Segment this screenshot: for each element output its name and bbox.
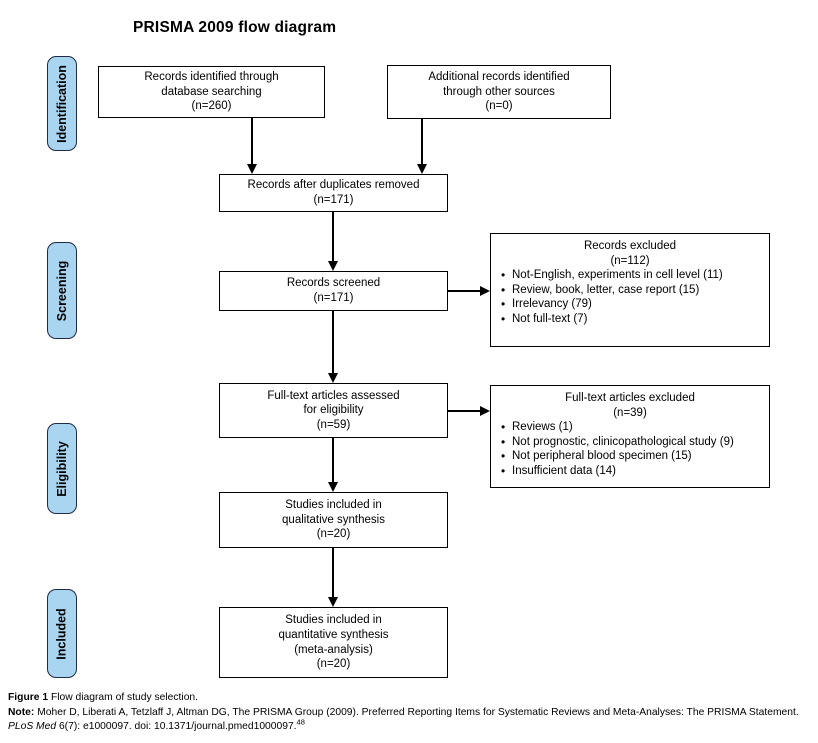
diagram-title: PRISMA 2009 flow diagram xyxy=(133,19,337,36)
box-qualitative-synthesis: Studies included in qualitative synthesi… xyxy=(219,492,448,548)
exclusion-reason: Not prognostic, clinicopathological stud… xyxy=(501,435,765,450)
arrow-additional-to-duplicates-head xyxy=(417,164,427,174)
stage-label: Identification xyxy=(55,64,69,143)
box-line: Records excluded xyxy=(583,240,677,252)
box-line: Additional records identified xyxy=(428,71,570,84)
box-line: (n=20) xyxy=(316,658,351,671)
arrow-qualitative-to-quantitative-head xyxy=(328,597,338,607)
box-line: (n=171) xyxy=(313,194,354,206)
box-line: database searching xyxy=(161,85,262,98)
exclusion-reason-list: Reviews (1) Not prognostic, clinicopatho… xyxy=(491,420,769,478)
stage-screening: Screening xyxy=(47,242,77,339)
box-fulltext-assessed: Full-text articles assessed for eligibil… xyxy=(219,383,448,438)
exclusion-reason: Reviews (1) xyxy=(501,420,765,435)
arrow-screened-to-excluded-line xyxy=(448,290,480,292)
note-text: Moher D, Liberati A, Tetzlaff J, Altman … xyxy=(37,706,799,718)
box-line: (n=112) xyxy=(610,254,650,267)
note-label: Note: xyxy=(8,706,35,718)
box-line: (meta-analysis) xyxy=(294,643,373,656)
box-line: Records after duplicates removed xyxy=(247,179,420,192)
stage-eligibility: Eligibility xyxy=(47,423,77,514)
arrow-fulltext-to-qualitative-head xyxy=(328,482,338,492)
box-line: for eligibility xyxy=(303,404,364,417)
box-records-screened: Records screened (n=171) xyxy=(219,271,448,311)
journal-name: PLoS Med xyxy=(8,721,57,733)
box-line: Records screened xyxy=(286,277,381,290)
box-duplicates-removed: Records after duplicates removed (n=171) xyxy=(219,174,448,212)
arrow-screened-to-fulltext-line xyxy=(332,311,334,374)
box-line: (n=39) xyxy=(613,406,647,419)
box-line: (n=260) xyxy=(191,100,232,113)
stage-label: Screening xyxy=(55,260,69,321)
figure-caption-line2: Note: Moher D, Liberati A, Tetzlaff J, A… xyxy=(8,706,814,721)
exclusion-reason-list: Not-English, experiments in cell level (… xyxy=(491,268,769,326)
box-quantitative-synthesis: Studies included in quantitative synthes… xyxy=(219,607,448,678)
box-line: through other sources xyxy=(443,85,555,98)
box-line: qualitative synthesis xyxy=(282,513,385,526)
arrow-duplicates-to-screened-head xyxy=(328,261,338,271)
stage-label: Included xyxy=(55,607,69,660)
box-line: Records identified through xyxy=(144,71,279,84)
exclusion-reason: Not full-text (7) xyxy=(501,312,765,327)
arrow-identified-to-duplicates-line xyxy=(251,118,253,166)
box-records-excluded: Records excluded (n=112) Not-English, ex… xyxy=(490,233,770,347)
stage-included: Included xyxy=(47,589,77,678)
arrow-fulltext-to-qualitative-line xyxy=(332,438,334,483)
exclusion-reason: Not peripheral blood specimen (15) xyxy=(501,449,765,464)
box-line: (n=0) xyxy=(485,100,513,113)
box-records-identified: Records identified through database sear… xyxy=(98,66,325,118)
stage-label: Eligibility xyxy=(55,440,69,497)
box-line: Studies included in xyxy=(285,499,382,512)
box-line: (n=20) xyxy=(316,528,351,541)
box-line: Full-text articles excluded xyxy=(565,392,695,404)
arrow-fulltext-to-excluded-head xyxy=(480,406,490,416)
figure-caption-line3: PLoS Med 6(7): e1000097. doi: 10.1371/jo… xyxy=(8,717,814,735)
figure-caption-line1: Figure 1 Flow diagram of study selection… xyxy=(8,691,814,706)
exclusion-reason: Not-English, experiments in cell level (… xyxy=(501,268,765,283)
figure-text: Flow diagram of study selection. xyxy=(50,692,199,703)
box-line: Studies included in xyxy=(285,614,382,627)
stage-identification: Identification xyxy=(47,56,77,151)
box-line: quantitative synthesis xyxy=(278,628,389,641)
exclusion-reason: Insufficient data (14) xyxy=(501,464,765,479)
box-line: (n=171) xyxy=(313,292,354,304)
box-line: (n=59) xyxy=(316,418,351,431)
figure-caption: Figure 1 Flow diagram of study selection… xyxy=(8,691,814,735)
arrow-additional-to-duplicates-line xyxy=(421,119,423,166)
arrow-screened-to-excluded-head xyxy=(480,286,490,296)
citation-superscript: 48 xyxy=(296,717,305,727)
arrow-qualitative-to-quantitative-line xyxy=(332,548,334,598)
box-fulltext-excluded: Full-text articles excluded (n=39) Revie… xyxy=(490,385,770,488)
arrow-identified-to-duplicates-head xyxy=(247,164,257,174)
arrow-duplicates-to-screened-line xyxy=(332,212,334,262)
figure-label: Figure 1 xyxy=(8,692,49,703)
exclusion-reason: Review, book, letter, case report (15) xyxy=(501,283,765,298)
arrow-fulltext-to-excluded-line xyxy=(448,410,480,412)
exclusion-reason: Irrelevancy (79) xyxy=(501,297,765,312)
arrow-screened-to-fulltext-head xyxy=(328,373,338,383)
journal-citation: 6(7): e1000097. doi: 10.1371/journal.pme… xyxy=(56,721,297,733)
box-line: Full-text articles assessed xyxy=(267,389,400,402)
box-additional-records: Additional records identified through ot… xyxy=(387,65,611,119)
